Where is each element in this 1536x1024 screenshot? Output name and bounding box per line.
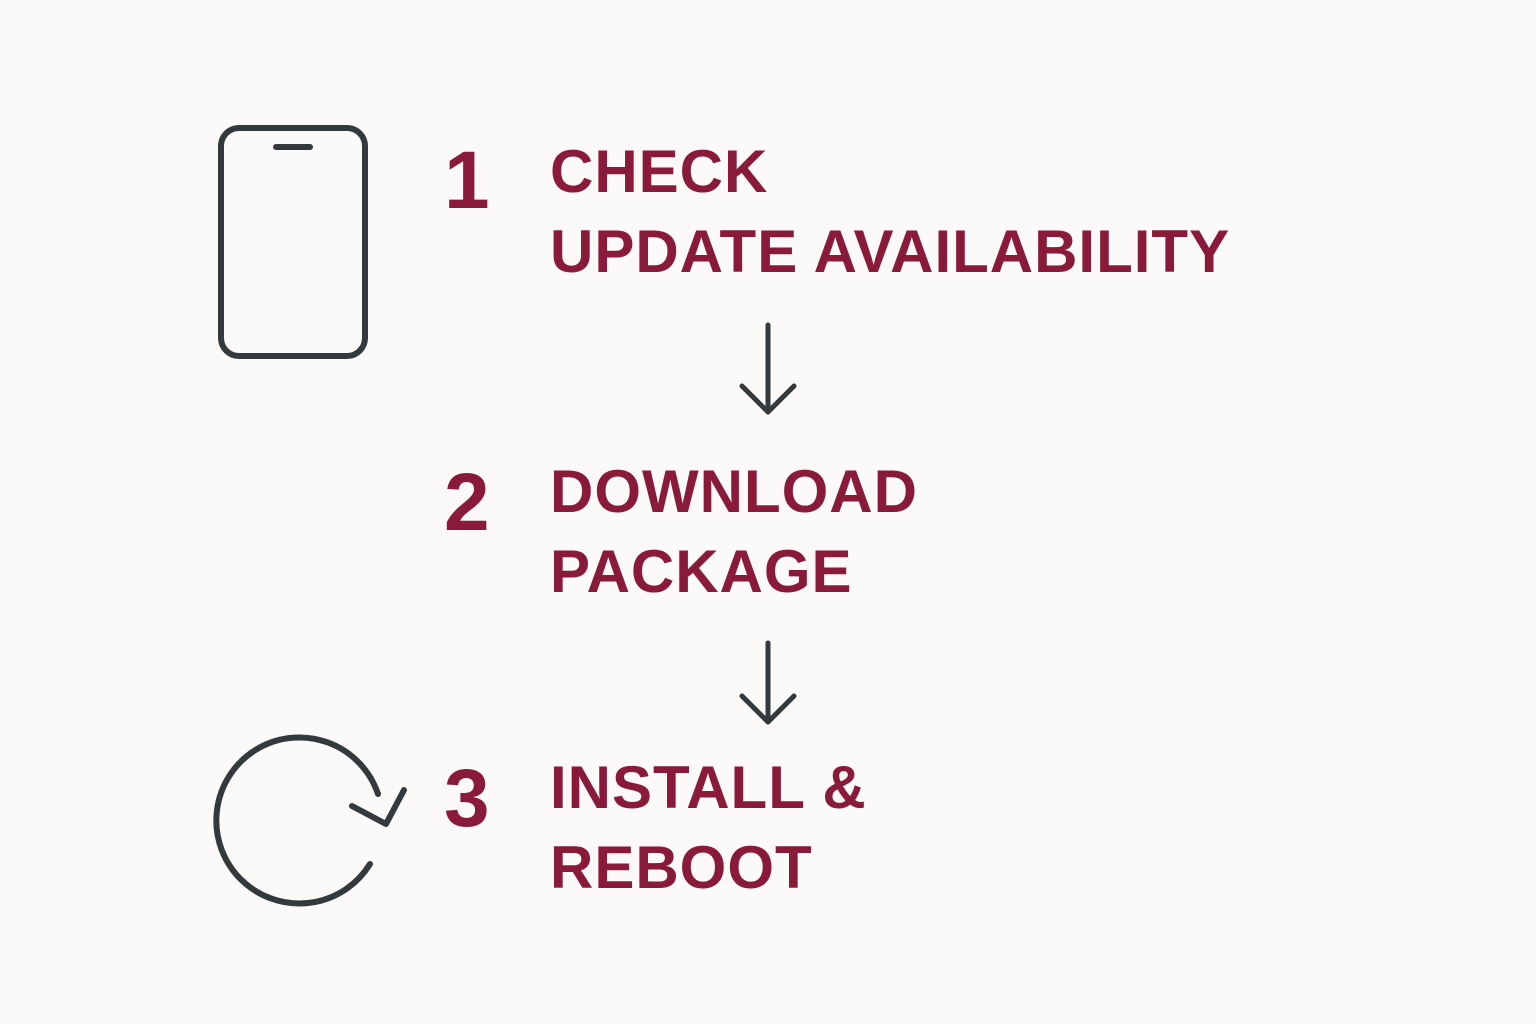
step-1-label: CHECK UPDATE AVAILABILITY — [550, 132, 1230, 292]
step-1-number: 1 — [444, 135, 490, 226]
step-2-label-line2: PACKAGE — [550, 538, 853, 605]
step-3-label-line2: REBOOT — [550, 834, 813, 901]
step-2-label: DOWNLOAD PACKAGE — [550, 452, 918, 612]
step-2-label-line1: DOWNLOAD — [550, 458, 918, 525]
step-1-label-line1: CHECK — [550, 138, 769, 205]
refresh-icon — [213, 734, 407, 907]
step-3-label-line1: INSTALL & — [550, 754, 867, 821]
step-1-label-line2: UPDATE AVAILABILITY — [550, 218, 1231, 285]
step-3-label: INSTALL & REBOOT — [550, 748, 867, 908]
smartphone-icon — [218, 125, 368, 359]
arrow-down-icon — [739, 322, 797, 415]
step-2-number: 2 — [444, 457, 490, 548]
step-3-number: 3 — [444, 753, 490, 844]
arrow-down-icon — [739, 640, 797, 725]
